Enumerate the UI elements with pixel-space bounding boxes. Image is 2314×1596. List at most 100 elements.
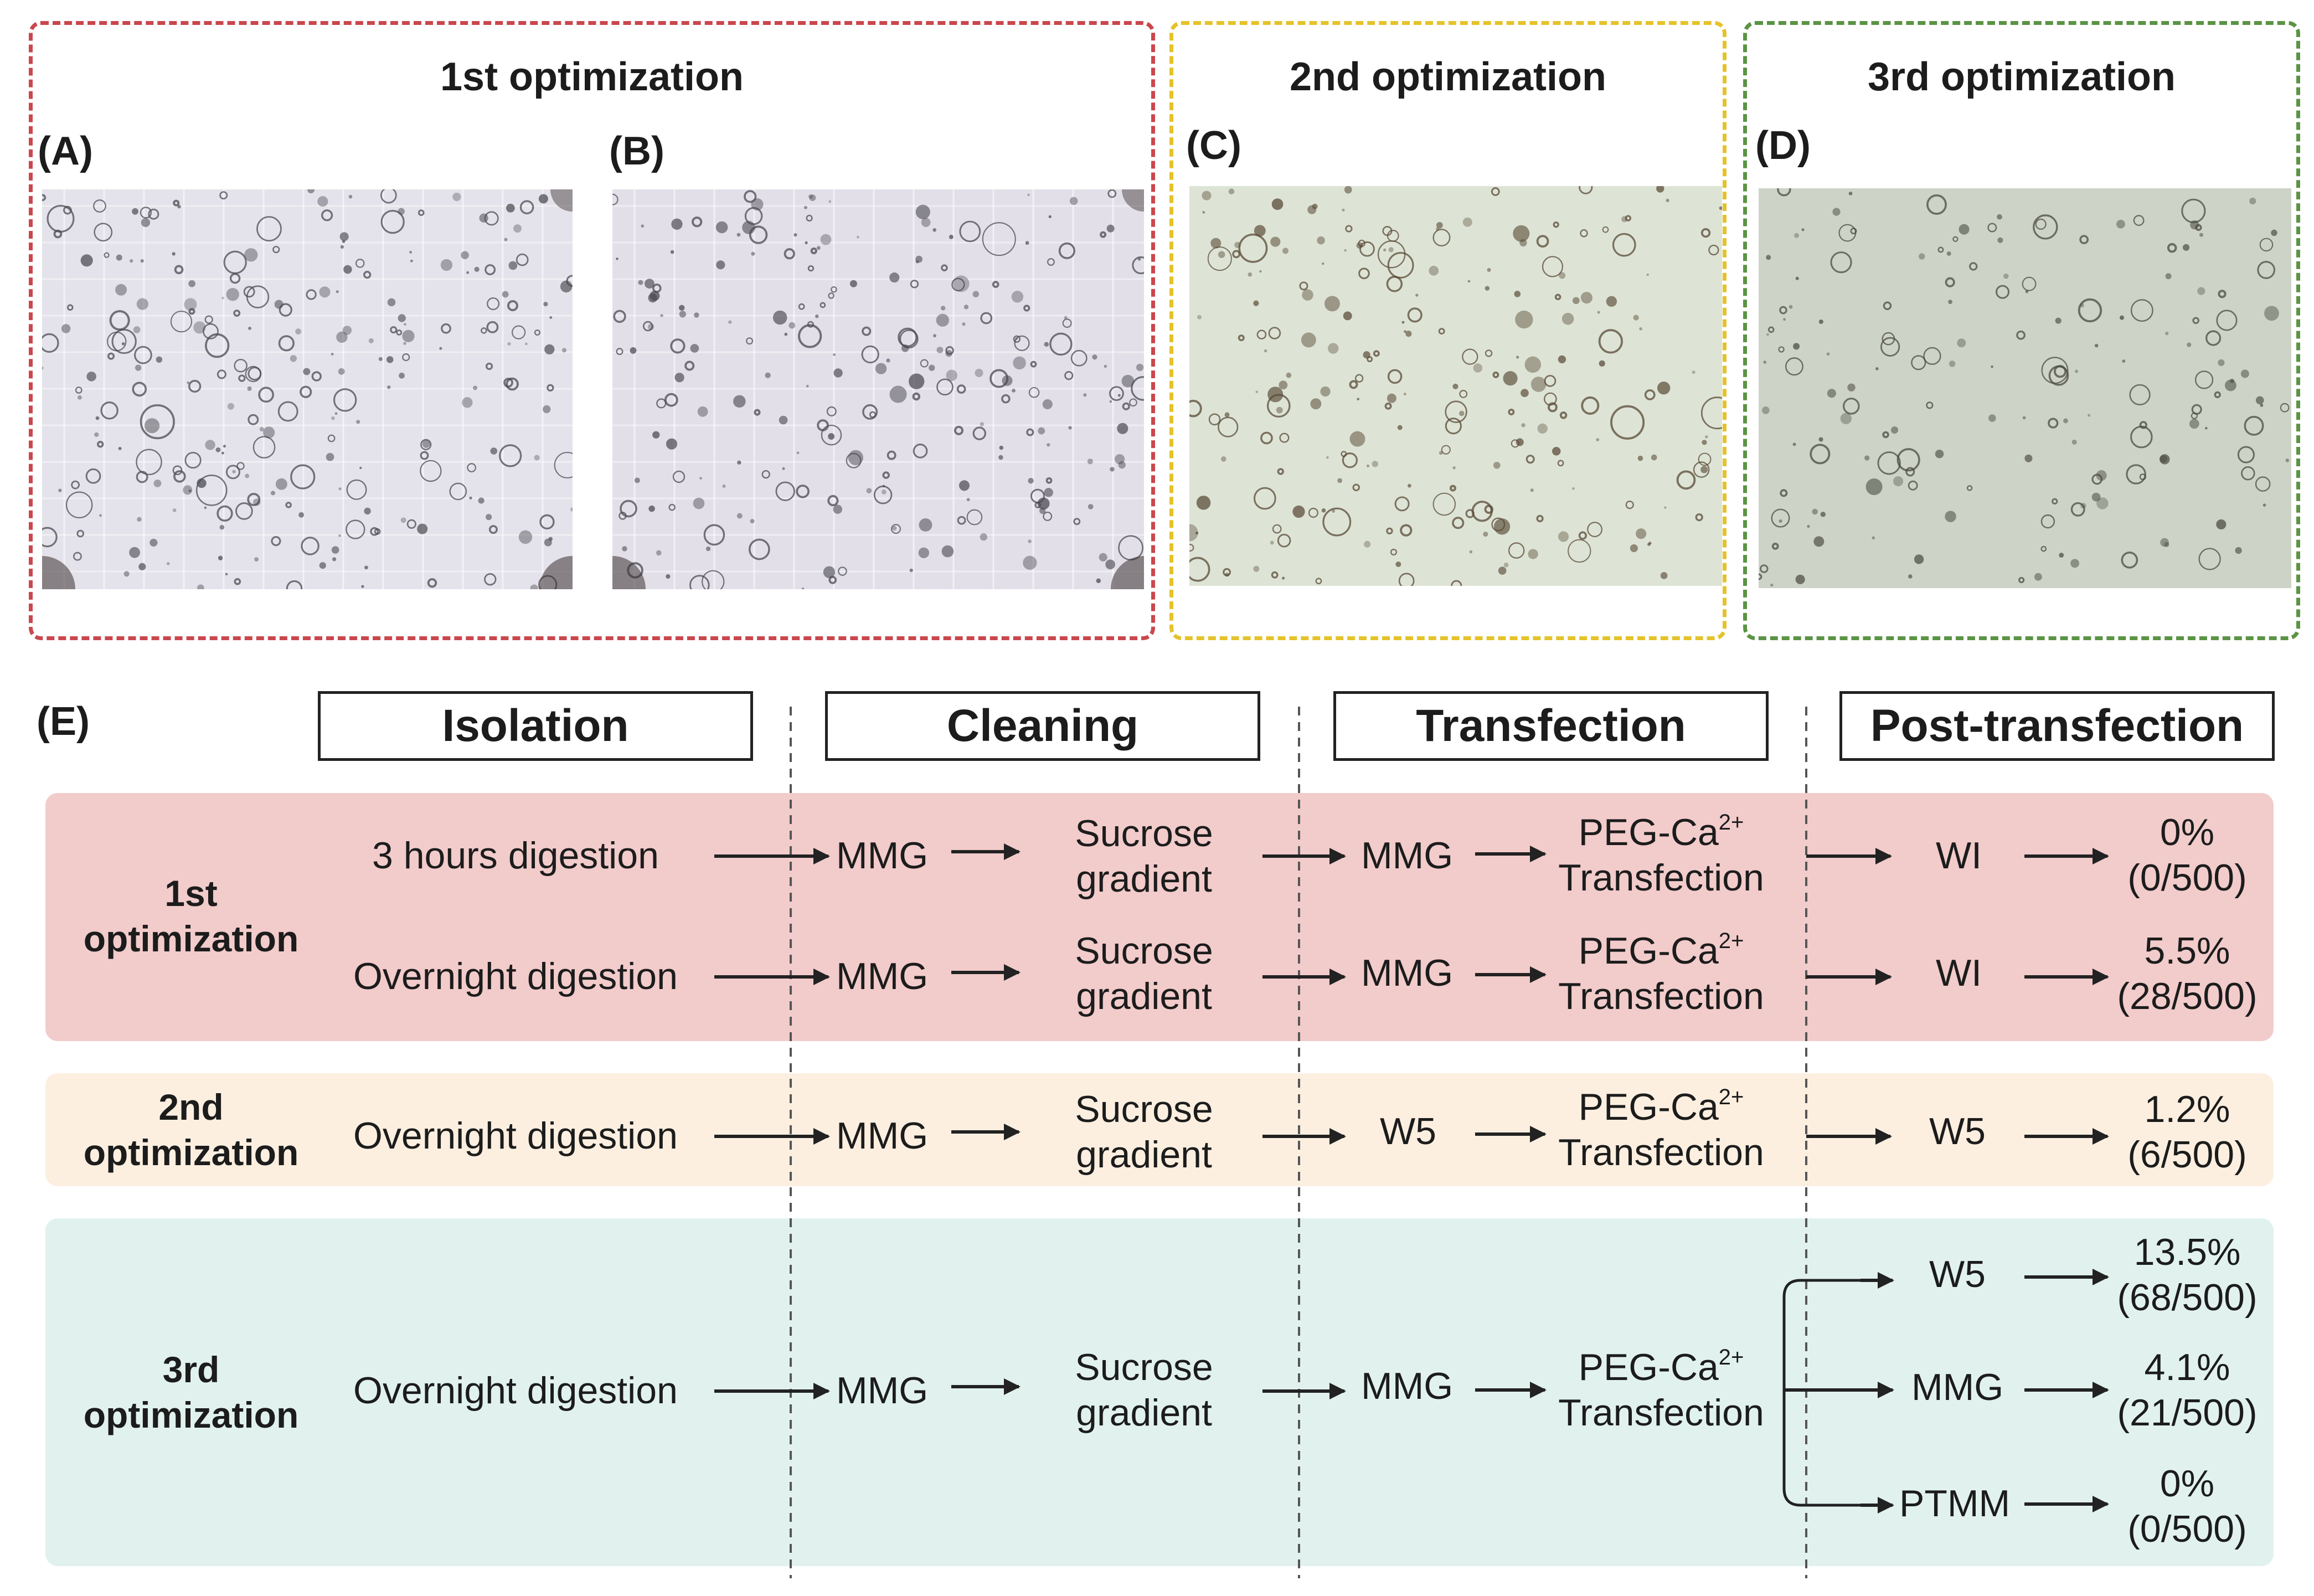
row3-post: W5	[1929, 1110, 1986, 1152]
panel-label-e: (E)	[37, 699, 90, 744]
row4-wash: MMG	[836, 1370, 929, 1412]
row2-post: WI	[1936, 952, 1982, 994]
third-optimization-title: 3rd optimization	[1868, 55, 2176, 99]
row4-gradient: Sucrose gradient	[1033, 1345, 1255, 1435]
panel-label-b: (B)	[609, 129, 664, 173]
row4-branch1-percent: 13.5%	[2133, 1231, 2241, 1273]
label-first-line2: optimization	[83, 918, 299, 959]
stage-cleaning: Cleaning	[825, 691, 1260, 761]
micrograph-d	[1759, 188, 2291, 588]
row2-gradient: Sucrose gradient	[1033, 928, 1255, 1019]
row2-wash: MMG	[836, 955, 929, 997]
label-third-line1: 3rd	[162, 1349, 220, 1390]
branch-connector	[1782, 1279, 1888, 1507]
row1-peg: PEG-Ca2+ Transfection	[1534, 810, 1789, 900]
third-optimization-box	[1743, 21, 2300, 640]
row2-peg: PEG-Ca2+ Transfection	[1534, 928, 1789, 1019]
row3-result: 1.2% (6/500)	[2099, 1087, 2276, 1177]
row4-gradient-line1: Sucrose	[1075, 1346, 1213, 1388]
row1-peg-sup: 2+	[1718, 810, 1744, 835]
stage-transfection: Transfection	[1333, 691, 1769, 761]
row1-result-percent: 0%	[2160, 811, 2215, 853]
row3-gradient-line2: gradient	[1076, 1134, 1212, 1176]
row4-peg-sup: 2+	[1718, 1345, 1744, 1370]
first-optimization-title: 1st optimization	[440, 55, 744, 99]
band-third-optimization	[45, 1218, 2274, 1566]
row4-isolation: Overnight digestion	[353, 1370, 678, 1412]
micrograph-a	[42, 189, 573, 589]
row2-transfection: Transfection	[1558, 975, 1764, 1017]
panel-label-d: (D)	[1755, 123, 1811, 168]
micrograph-c	[1189, 186, 1722, 586]
second-optimization-title: 2nd optimization	[1290, 55, 1606, 99]
row4-branch1-post: W5	[1929, 1253, 1986, 1295]
row1-peg-text: PEG-Ca	[1578, 811, 1719, 853]
row4-branch1-count: (68/500)	[2117, 1276, 2258, 1319]
second-optimization-box	[1169, 21, 1727, 640]
row2-buffer: MMG	[1361, 952, 1454, 994]
row4-peg: PEG-Ca2+ Transfection	[1534, 1345, 1789, 1435]
label-first-optimization: 1st optimization	[55, 871, 327, 961]
panel-label-c: (C)	[1186, 123, 1241, 168]
row1-result-count: (0/500)	[2127, 857, 2247, 899]
row2-peg-sup: 2+	[1718, 929, 1744, 953]
row4-branch3-percent: 0%	[2160, 1463, 2215, 1505]
label-first-line1: 1st	[164, 873, 218, 914]
row1-result: 0% (0/500)	[2099, 810, 2276, 900]
row3-transfection: Transfection	[1558, 1131, 1764, 1173]
row1-transfection: Transfection	[1558, 857, 1764, 899]
row2-result: 5.5% (28/500)	[2099, 928, 2276, 1019]
panel-label-a: (A)	[38, 129, 93, 173]
row4-buffer: MMG	[1361, 1365, 1454, 1407]
row3-result-count: (6/500)	[2127, 1134, 2247, 1176]
row4-branch2-result: 4.1% (21/500)	[2099, 1345, 2276, 1435]
row4-gradient-line2: gradient	[1076, 1392, 1212, 1434]
row1-wash: MMG	[836, 835, 929, 877]
row3-gradient-line1: Sucrose	[1075, 1088, 1213, 1130]
row1-post: WI	[1936, 835, 1982, 877]
row4-branch3-count: (0/500)	[2127, 1508, 2247, 1550]
row2-result-percent: 5.5%	[2144, 930, 2230, 972]
row1-isolation: 3 hours digestion	[372, 835, 659, 877]
row3-peg: PEG-Ca2+ Transfection	[1534, 1084, 1789, 1175]
row2-gradient-line1: Sucrose	[1075, 930, 1213, 972]
row3-isolation: Overnight digestion	[353, 1115, 678, 1157]
row4-peg-text: PEG-Ca	[1578, 1346, 1719, 1388]
row4-branch2-count: (21/500)	[2117, 1392, 2258, 1434]
row2-result-count: (28/500)	[2117, 975, 2258, 1017]
row3-peg-text: PEG-Ca	[1578, 1086, 1719, 1128]
row3-wash: MMG	[836, 1115, 929, 1157]
row3-result-percent: 1.2%	[2144, 1088, 2230, 1130]
row1-gradient-line1: Sucrose	[1075, 812, 1213, 854]
stage-post-transfection: Post-transfection	[1839, 691, 2275, 761]
row3-gradient: Sucrose gradient	[1033, 1087, 1255, 1177]
row2-peg-text: PEG-Ca	[1578, 930, 1719, 972]
row1-gradient: Sucrose gradient	[1033, 811, 1255, 902]
stage-isolation: Isolation	[318, 691, 753, 761]
row3-buffer: W5	[1380, 1110, 1436, 1152]
row4-branch3-post: PTMM	[1899, 1482, 2011, 1525]
label-third-line2: optimization	[83, 1394, 299, 1435]
label-second-line1: 2nd	[158, 1087, 224, 1128]
row4-peg-line1: PEG-Ca2+	[1534, 1345, 1789, 1390]
row4-branch3-result: 0% (0/500)	[2099, 1461, 2276, 1552]
label-third-optimization: 3rd optimization	[55, 1347, 327, 1438]
row4-branch1-result: 13.5% (68/500)	[2099, 1229, 2276, 1320]
row1-peg-line1: PEG-Ca2+	[1534, 810, 1789, 855]
micrograph-b	[612, 189, 1144, 589]
row2-peg-line1: PEG-Ca2+	[1534, 928, 1789, 974]
band-first-optimization	[45, 793, 2274, 1041]
label-second-line2: optimization	[83, 1132, 299, 1173]
band-second-optimization	[45, 1073, 2274, 1186]
row2-gradient-line2: gradient	[1076, 975, 1212, 1017]
row4-branch2-post: MMG	[1911, 1366, 2004, 1408]
row1-buffer: MMG	[1361, 835, 1454, 877]
label-second-optimization: 2nd optimization	[55, 1084, 327, 1175]
row3-peg-line1: PEG-Ca2+	[1534, 1084, 1789, 1130]
row3-peg-sup: 2+	[1718, 1085, 1744, 1109]
row4-branch2-percent: 4.1%	[2144, 1346, 2230, 1388]
first-optimization-box	[29, 21, 1155, 640]
row4-transfection: Transfection	[1558, 1392, 1764, 1434]
row2-isolation: Overnight digestion	[353, 955, 678, 997]
